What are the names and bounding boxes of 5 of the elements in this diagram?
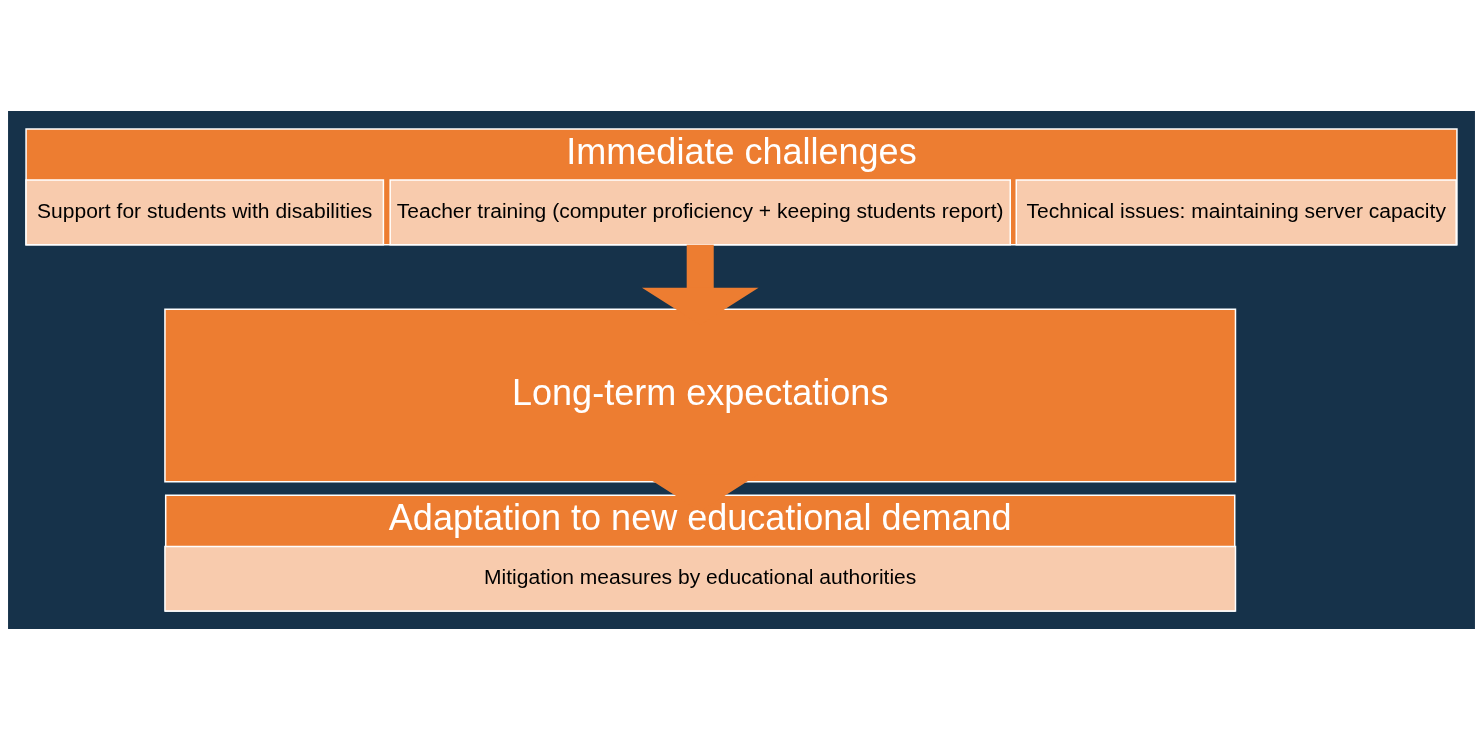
node-box: Long-term expectations <box>164 307 1237 483</box>
node-box: Technical issues: maintaining server capacity <box>1015 178 1457 245</box>
node-box: Teacher training (computer proficiency + keeping students report) <box>389 178 1011 245</box>
node-box: Mitigation measures by educational authorities <box>164 545 1237 612</box>
node-box: Support for students with disabilities <box>25 178 385 245</box>
